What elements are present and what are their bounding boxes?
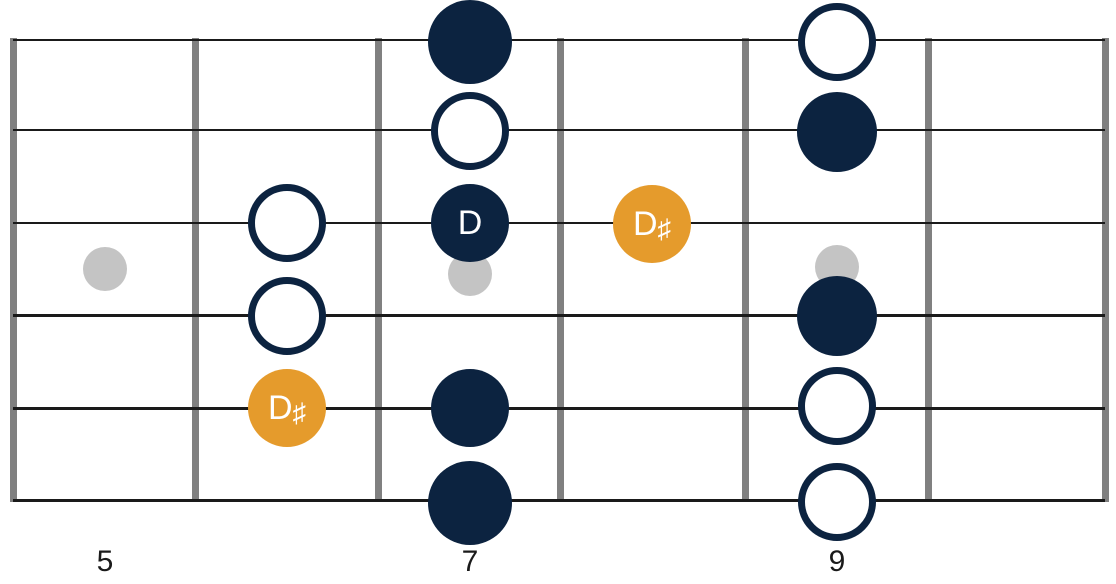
string-line — [13, 499, 1105, 502]
fret-line — [192, 38, 199, 502]
fret-number-label: 5 — [96, 545, 114, 578]
note-marker[interactable] — [797, 92, 877, 172]
note-marker[interactable] — [248, 277, 326, 355]
fret-line — [10, 38, 17, 502]
root-note-marker[interactable]: D♯ — [248, 369, 326, 447]
root-note-marker[interactable]: D♯ — [613, 185, 691, 263]
string-line — [13, 314, 1105, 317]
note-marker[interactable]: D — [431, 184, 509, 262]
fret-number-label: 9 — [828, 545, 846, 578]
note-letter: D — [632, 205, 658, 243]
note-marker[interactable] — [431, 369, 509, 447]
string-line — [13, 129, 1105, 131]
fret-number-label: 7 — [461, 545, 479, 578]
note-marker-label: D — [458, 206, 483, 240]
note-marker[interactable] — [248, 184, 326, 262]
fret-line — [375, 38, 382, 502]
note-marker[interactable] — [428, 0, 512, 84]
note-marker[interactable] — [798, 463, 876, 541]
note-marker[interactable] — [798, 367, 876, 445]
fret-inlay-dot — [83, 247, 127, 291]
sharp-icon: ♯ — [292, 398, 307, 428]
sharp-icon: ♯ — [657, 214, 672, 244]
string-line — [13, 407, 1105, 410]
fret-line — [925, 38, 932, 502]
note-marker[interactable] — [428, 461, 512, 545]
note-letter: D — [267, 389, 293, 427]
note-marker-label: D♯ — [267, 389, 307, 428]
note-marker[interactable] — [798, 3, 876, 81]
fret-line — [557, 38, 564, 502]
note-marker[interactable] — [797, 276, 877, 356]
note-marker[interactable] — [431, 92, 509, 170]
note-marker-label: D♯ — [632, 205, 672, 244]
fret-line — [742, 38, 749, 502]
note-letter: D — [457, 204, 483, 242]
string-line — [13, 39, 1105, 41]
string-line — [13, 222, 1105, 224]
fret-line — [1102, 38, 1109, 502]
